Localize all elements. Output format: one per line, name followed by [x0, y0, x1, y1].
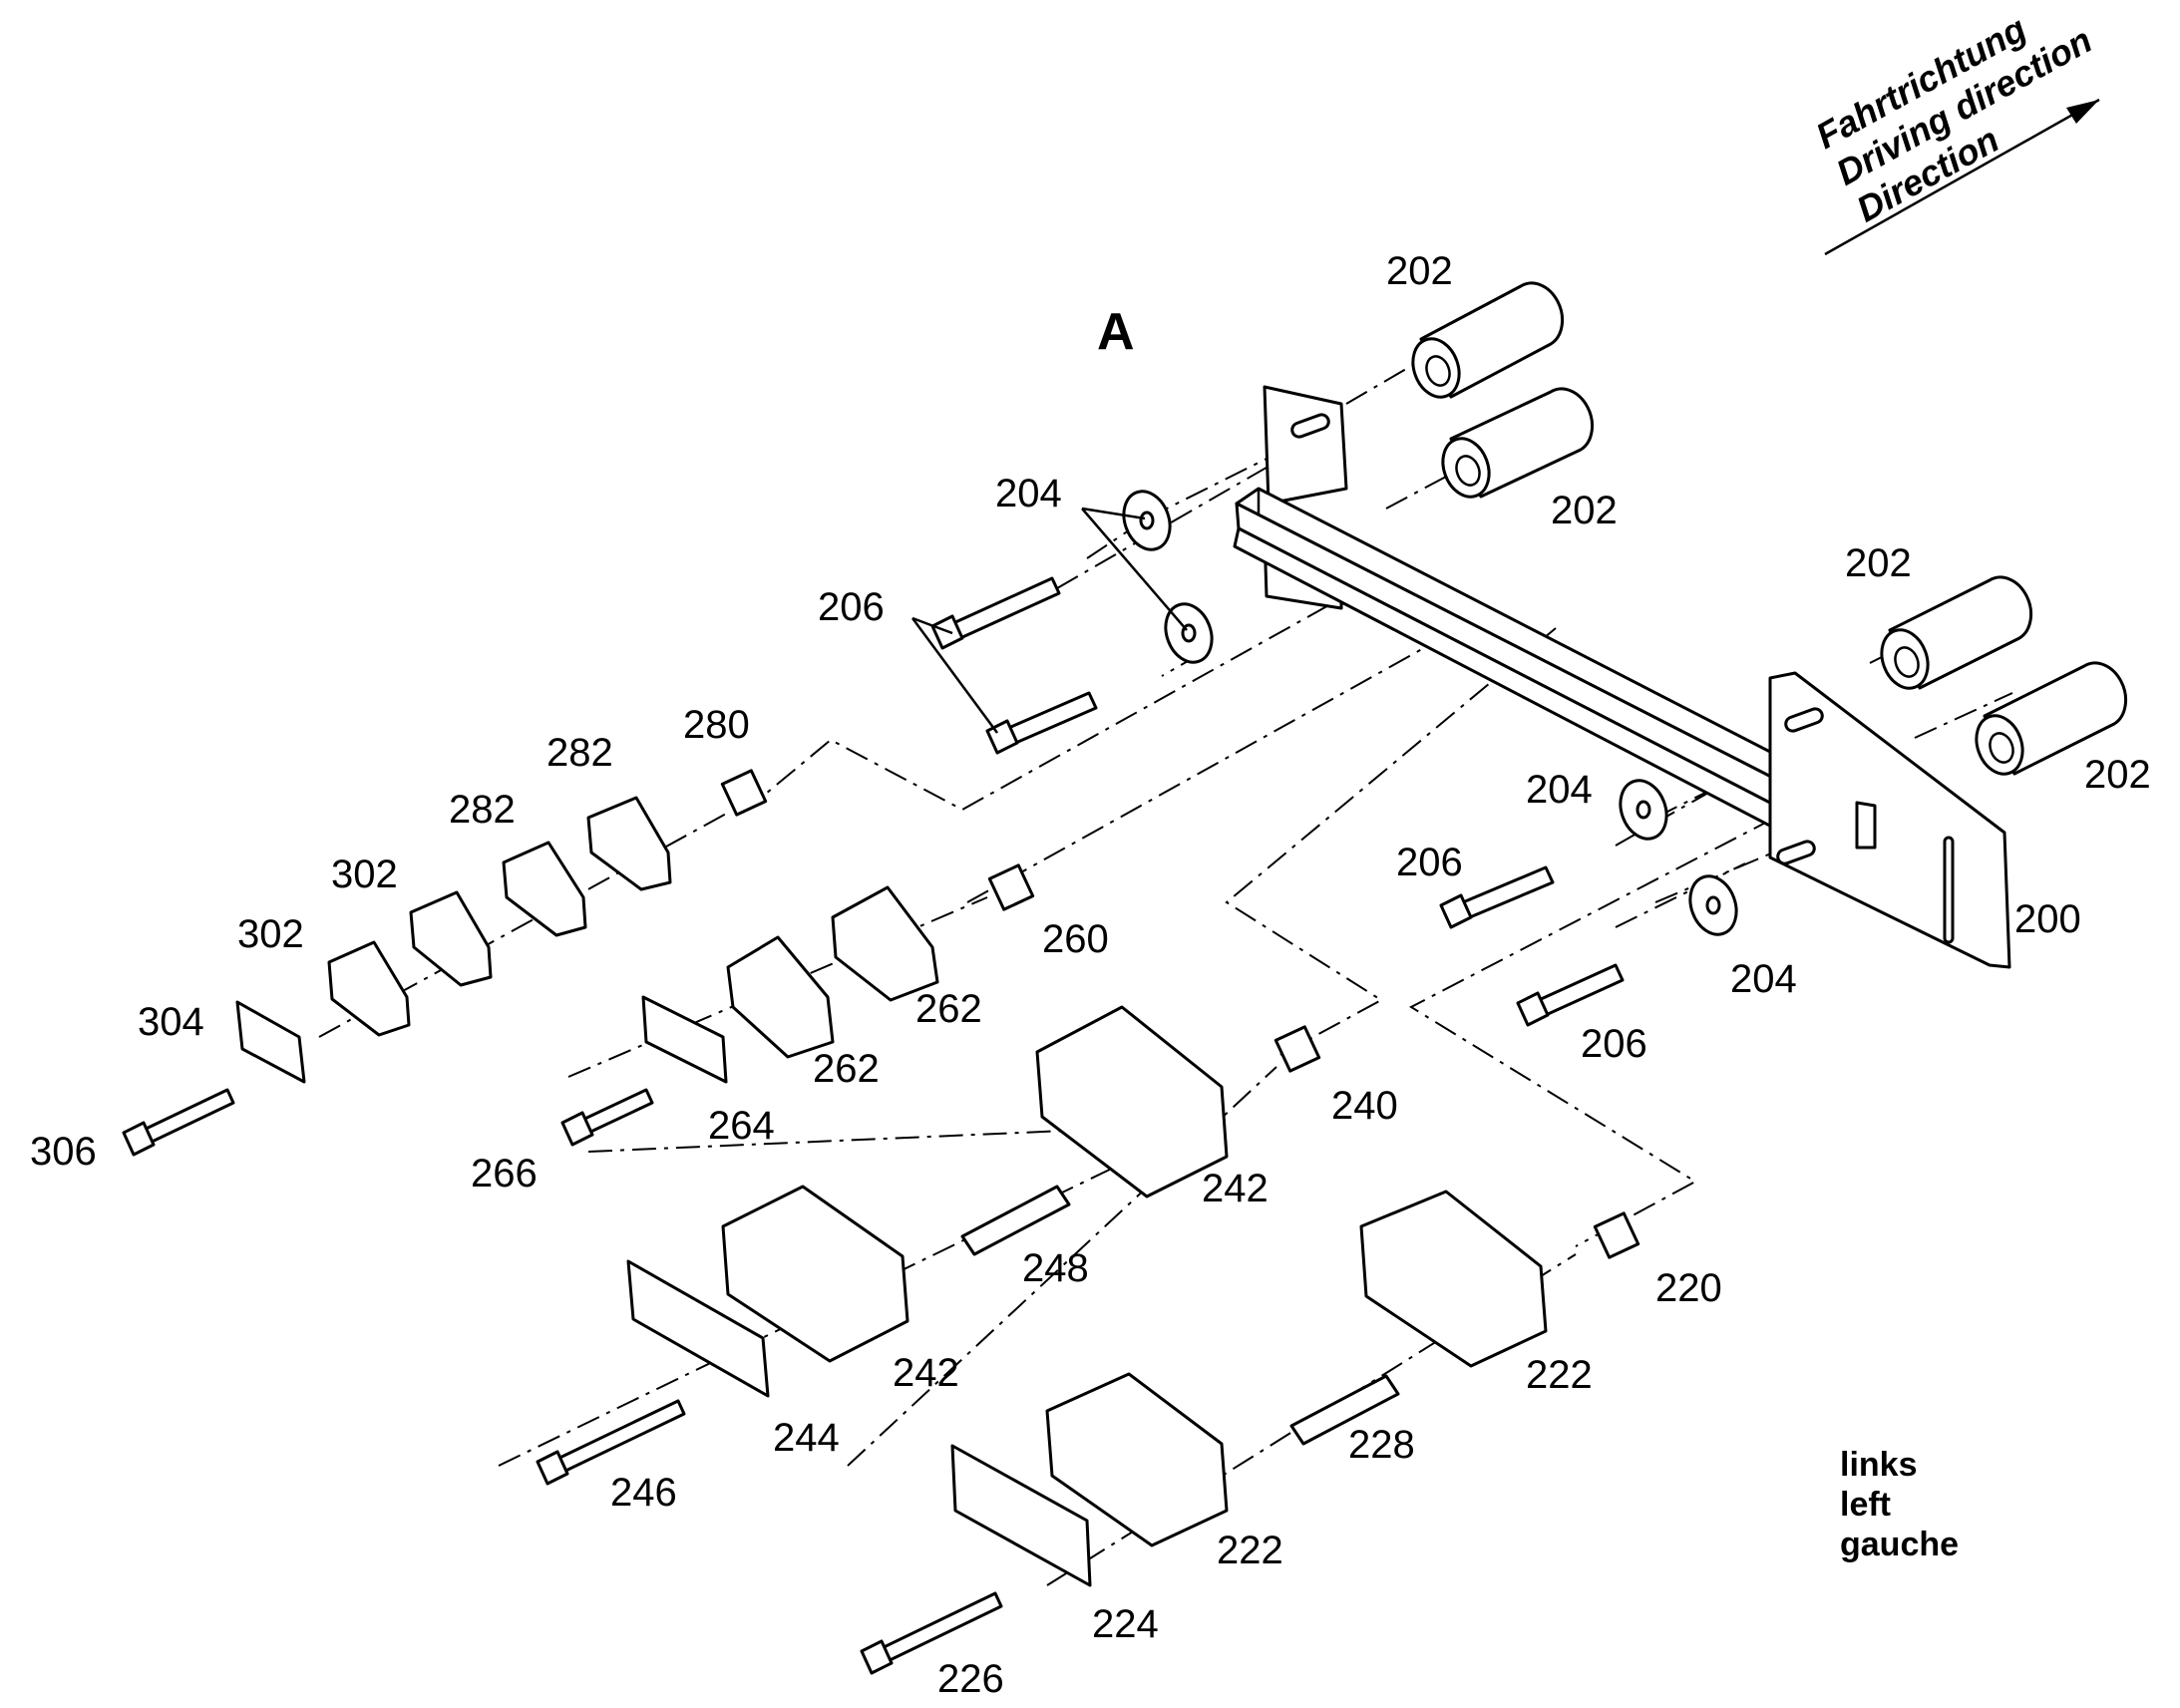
bolt-206 [1439, 865, 1555, 929]
clamp-222 [1359, 1190, 1548, 1368]
callout-302: 302 [331, 853, 398, 896]
callout-202: 202 [1386, 249, 1453, 293]
plate-264 [641, 995, 728, 1084]
block-302 [327, 940, 411, 1037]
bolt-306 [122, 1088, 235, 1157]
callout-242: 242 [1202, 1167, 1269, 1210]
callouts: 202 202 202 202 200 204 204 204 206 206 … [30, 249, 2151, 1701]
plate-244 [626, 1259, 770, 1398]
long-bolts [122, 1088, 1003, 1675]
slot-vertical [1943, 836, 1955, 944]
callout-248: 248 [1022, 1246, 1089, 1290]
callout-304: 304 [138, 1000, 204, 1044]
side-label-fr: gauche [1840, 1526, 1959, 1563]
sleeve-202 [1411, 281, 1565, 399]
callout-266: 266 [471, 1152, 538, 1196]
small-blocks [327, 796, 672, 1037]
nut-240 [1273, 1025, 1321, 1073]
callout-280: 280 [683, 703, 750, 747]
block-282 [586, 796, 672, 891]
callout-202: 202 [1551, 489, 1618, 532]
driving-direction-indicator: Fahrtrichtung Driving direction Directio… [1809, 8, 2100, 256]
clamp-halves [721, 885, 1548, 1547]
callout-262: 262 [813, 1047, 880, 1091]
washers-204 [1122, 490, 1738, 936]
bolt-246 [536, 1399, 686, 1486]
callout-200: 200 [2014, 897, 2081, 941]
side-label-de: links [1840, 1446, 1917, 1484]
callout-246: 246 [610, 1471, 677, 1515]
plates [235, 995, 1092, 1587]
arrow-head-icon [2066, 100, 2099, 124]
nut-220 [1593, 1211, 1640, 1259]
callout-282: 282 [546, 731, 613, 775]
sleeves-202 [1411, 281, 2128, 776]
bracket-flange-upper [1263, 385, 1348, 506]
sleeve-202 [1975, 661, 2128, 776]
callout-222: 222 [1526, 1353, 1593, 1397]
clamp-242 [1035, 1005, 1229, 1198]
bolt-206 [1516, 963, 1625, 1027]
callout-260: 260 [1042, 917, 1109, 961]
rail-end-cap [1855, 801, 1877, 850]
pins [960, 1185, 1400, 1446]
callout-206: 206 [818, 585, 885, 629]
block-302 [409, 890, 493, 987]
nut-260 [987, 863, 1035, 911]
clamp-222 [1045, 1372, 1229, 1547]
callout-306: 306 [30, 1130, 97, 1174]
plate-224 [950, 1444, 1092, 1587]
washer-204 [1688, 874, 1738, 936]
callout-220: 220 [1655, 1266, 1722, 1310]
slot-hole [1784, 707, 1824, 733]
callout-204: 204 [995, 472, 1062, 515]
callout-242: 242 [893, 1351, 959, 1395]
side-label: links left gauche [1840, 1446, 1959, 1563]
callout-244: 244 [773, 1416, 840, 1460]
callout-262: 262 [915, 987, 982, 1031]
slot-hole [1290, 413, 1330, 439]
callout-206: 206 [1396, 841, 1463, 884]
bolt-226 [860, 1591, 1003, 1675]
washer-204 [1122, 490, 1172, 551]
clamp-262 [726, 935, 835, 1059]
clamp-242 [721, 1185, 909, 1363]
callout-240: 240 [1331, 1084, 1398, 1128]
callout-302: 302 [237, 912, 304, 956]
callout-222: 222 [1217, 1529, 1283, 1572]
plate-304 [235, 1000, 306, 1084]
nuts [720, 769, 1640, 1259]
sleeve-202 [1441, 387, 1595, 499]
pin-228 [1289, 1374, 1400, 1446]
section-label: A [1097, 303, 1135, 361]
main-bracket-200 [1233, 385, 2011, 969]
callout-204: 204 [1526, 768, 1593, 812]
slot-hole [1776, 840, 1816, 865]
leader-lines [910, 507, 1188, 734]
bolt-266 [560, 1088, 654, 1147]
rail-bottom [1233, 526, 1859, 869]
bolt-206 [930, 576, 1061, 650]
direction-arrow-line [1824, 98, 2100, 256]
callout-282: 282 [449, 788, 516, 832]
washer-204 [1619, 779, 1668, 841]
callout-202: 202 [2084, 753, 2151, 797]
callout-224: 224 [1092, 1602, 1159, 1646]
clamp-262 [831, 885, 939, 1002]
nut-280 [720, 769, 768, 817]
callout-202: 202 [1845, 541, 1912, 585]
callout-264: 264 [708, 1104, 775, 1148]
sleeve-202 [1880, 575, 2033, 690]
callout-228: 228 [1348, 1423, 1415, 1467]
side-label-en: left [1840, 1486, 1891, 1524]
callout-206: 206 [1581, 1022, 1647, 1066]
callout-226: 226 [937, 1657, 1004, 1701]
block-282 [502, 841, 587, 937]
pin-248 [960, 1185, 1071, 1256]
callout-204: 204 [1730, 957, 1797, 1001]
